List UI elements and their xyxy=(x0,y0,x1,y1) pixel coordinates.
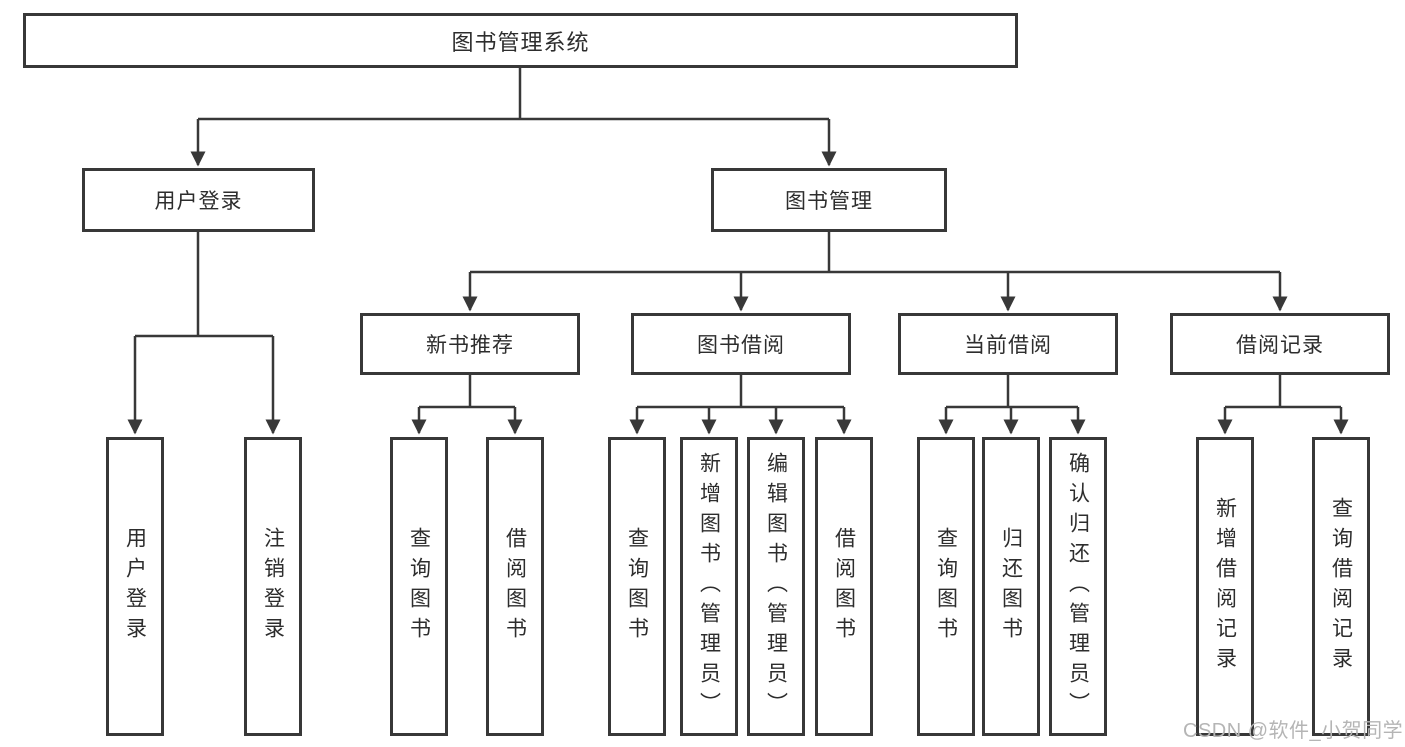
csdn-watermark: CSDN @软件_小贺同学 xyxy=(1183,720,1404,742)
leaf-label: 确认归还（管理员） xyxy=(1066,451,1090,722)
leaf-label: 编辑图书（管理员） xyxy=(764,451,788,722)
leaf-label: 查询图书 xyxy=(934,526,958,647)
leaf-label: 查询借阅记录 xyxy=(1329,496,1353,677)
leaf-label: 用户登录 xyxy=(123,526,147,647)
leaf-query-books-current: 查询图书 xyxy=(917,437,975,736)
leaf-edit-book-admin: 编辑图书（管理员） xyxy=(747,437,805,736)
node-user-login: 用户登录 xyxy=(82,168,315,232)
leaf-add-book-admin: 新增图书（管理员） xyxy=(680,437,738,736)
leaf-query-borrow-record: 查询借阅记录 xyxy=(1312,437,1370,736)
node-current-borrowing: 当前借阅 xyxy=(898,313,1118,375)
leaf-label: 借阅图书 xyxy=(832,526,856,647)
leaf-query-books-recommend: 查询图书 xyxy=(390,437,448,736)
leaf-label: 查询图书 xyxy=(407,526,431,647)
leaf-borrow-books-recommend: 借阅图书 xyxy=(486,437,544,736)
leaf-label: 借阅图书 xyxy=(503,526,527,647)
connector-trunks xyxy=(135,68,1341,409)
leaf-return-book: 归还图书 xyxy=(982,437,1040,736)
leaf-query-books-borrowing: 查询图书 xyxy=(608,437,666,736)
leaf-user-login: 用户登录 xyxy=(106,437,164,736)
connector-arrows xyxy=(127,119,1349,435)
node-new-book-recommendation: 新书推荐 xyxy=(360,313,580,375)
node-book-borrowing: 图书借阅 xyxy=(631,313,851,375)
node-book-management: 图书管理 xyxy=(711,168,947,232)
leaf-label: 新增图书（管理员） xyxy=(697,451,721,722)
leaf-label: 归还图书 xyxy=(999,526,1023,647)
leaf-label: 查询图书 xyxy=(625,526,649,647)
leaf-confirm-return-admin: 确认归还（管理员） xyxy=(1049,437,1107,736)
leaf-borrow-books-borrowing: 借阅图书 xyxy=(815,437,873,736)
node-borrowing-records: 借阅记录 xyxy=(1170,313,1390,375)
leaf-label: 新增借阅记录 xyxy=(1213,496,1237,677)
leaf-add-borrow-record: 新增借阅记录 xyxy=(1196,437,1254,736)
leaf-logout: 注销登录 xyxy=(244,437,302,736)
leaf-label: 注销登录 xyxy=(261,526,285,647)
node-root: 图书管理系统 xyxy=(23,13,1018,68)
